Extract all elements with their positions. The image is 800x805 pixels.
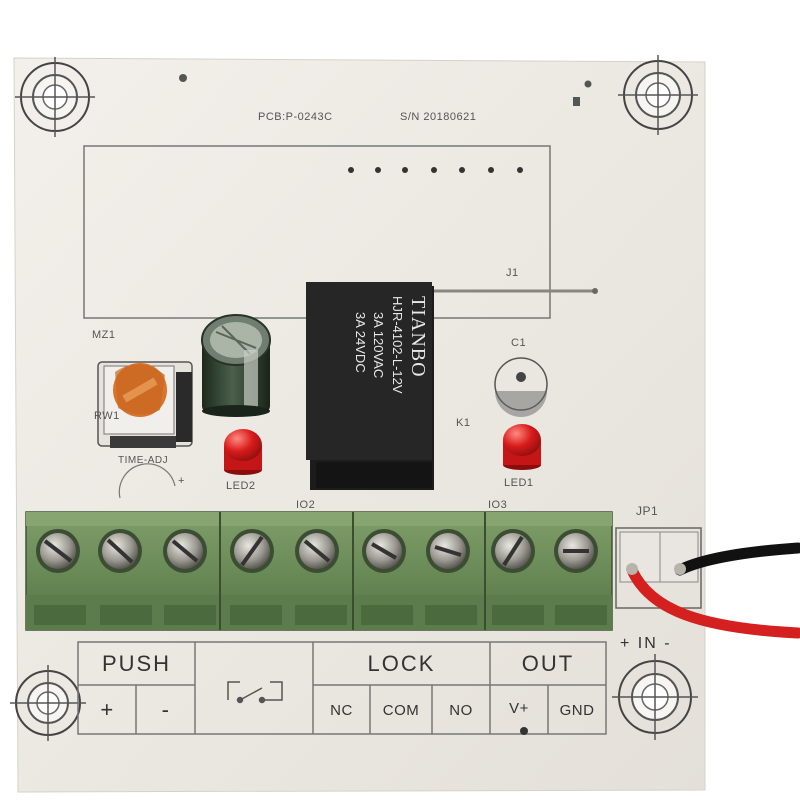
mounting-hole-bottom-right: [612, 654, 698, 740]
pin-label-push-minus: -: [161, 697, 170, 722]
svg-text:+: +: [178, 475, 184, 487]
led2-red: [224, 429, 262, 475]
pin-label-gnd: GND: [559, 701, 595, 719]
potentiometer[interactable]: [97, 361, 193, 448]
relay-rating-dc: 3A 24VDC: [353, 312, 368, 373]
terminal-screw[interactable]: [426, 529, 470, 573]
via: [573, 97, 580, 106]
io3-label: IO3: [488, 499, 508, 511]
rw1-label: RW1: [94, 410, 120, 422]
via: [179, 74, 187, 82]
led1-label: LED1: [504, 477, 534, 489]
pin-label-push-plus: +: [100, 697, 114, 722]
relay-markings: TIANBO HJR-4102-L-12V 3A 120VAC 3A 24VDC: [312, 286, 432, 464]
pcb-id-label: PCB:P-0243C: [258, 111, 333, 123]
relay-model: HJR-4102-L-12V: [390, 296, 405, 394]
electrolytic-capacitor: [201, 314, 271, 417]
time-adj-label: TIME-ADJ: [118, 455, 169, 466]
terminal-screw[interactable]: [491, 529, 535, 573]
pin-label-nc: NC: [330, 701, 353, 719]
terminal-screw[interactable]: [362, 529, 406, 573]
pin-label-no: NO: [449, 701, 473, 719]
relay-brand: TIANBO: [407, 296, 429, 378]
pin-label-vplus: V+: [509, 699, 529, 717]
relay: [306, 282, 434, 490]
pin-label-com: COM: [382, 701, 420, 719]
k1-label: K1: [456, 417, 471, 429]
c1-label: C1: [511, 337, 527, 349]
terminal-screw[interactable]: [163, 529, 207, 573]
terminal-screw[interactable]: [295, 529, 339, 573]
mounting-hole-top-right: [618, 55, 698, 135]
group-label-push: PUSH: [101, 651, 172, 676]
serial-label: S/N 20180621: [400, 111, 477, 123]
wire-red: [626, 564, 800, 639]
terminal-screw[interactable]: [98, 529, 142, 573]
mounting-hole-top-left: [15, 57, 95, 137]
via: [584, 80, 592, 88]
silkscreen-table: [77, 641, 607, 735]
adj-arc: [118, 463, 176, 499]
mounting-hole-bottom-left: [10, 665, 86, 741]
switch-symbol: [227, 681, 283, 704]
power-in-label: + IN -: [620, 635, 672, 652]
jp1-label: JP1: [636, 504, 659, 518]
led1-red: [503, 424, 541, 470]
jp1-connector: [615, 527, 702, 609]
j1-label: J1: [506, 267, 519, 279]
led2-label: LED2: [226, 480, 256, 492]
group-label-lock: LOCK: [367, 651, 436, 676]
mz1-label: MZ1: [92, 329, 116, 341]
group-label-out: OUT: [521, 651, 575, 676]
header-pads: [348, 167, 523, 173]
relay-rating-ac: 3A 120VAC: [371, 312, 386, 379]
terminal-screw[interactable]: [230, 529, 274, 573]
io2-label: IO2: [296, 499, 316, 511]
wire-black: [674, 542, 800, 576]
terminal-screw[interactable]: [36, 529, 80, 573]
terminal-screw[interactable]: [554, 529, 598, 573]
